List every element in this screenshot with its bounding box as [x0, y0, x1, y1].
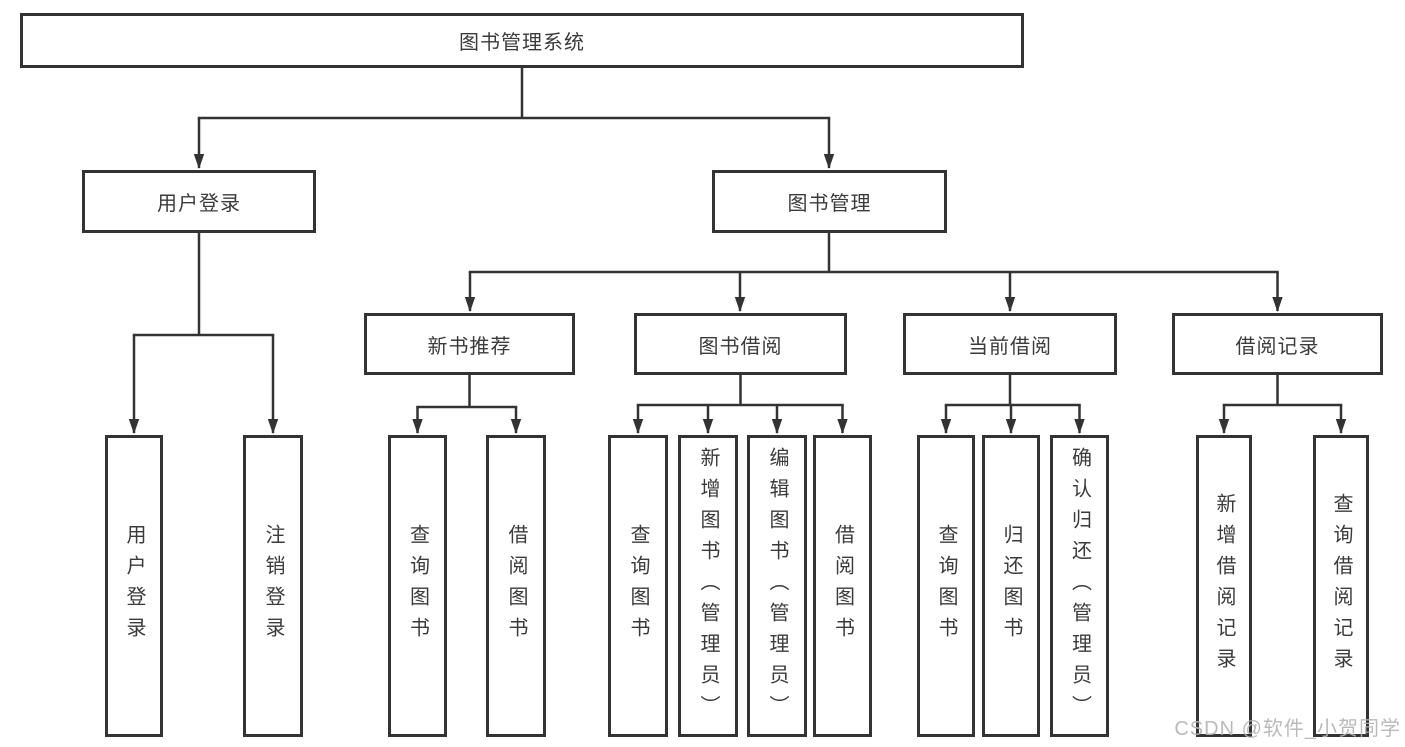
leaf-borrowing-query-books: 查询图书 [608, 435, 668, 737]
leaf-current-confirm-return-admin-label: 确认归还（管理员） [1068, 446, 1091, 726]
node-library-system: 图书管理系统 [20, 13, 1024, 68]
node-new-book-recommend: 新书推荐 [364, 313, 575, 375]
leaf-recommend-borrow-books-label: 借阅图书 [505, 524, 527, 648]
leaf-records-add-record-label: 新增借阅记录 [1213, 493, 1235, 679]
leaf-recommend-query-books: 查询图书 [388, 435, 447, 737]
leaf-current-return-books-label: 归还图书 [1000, 524, 1022, 648]
node-current-borrowing-label: 当前借阅 [968, 335, 1052, 358]
leaf-user-login-label: 用户登录 [123, 524, 145, 648]
leaf-borrowing-query-books-label: 查询图书 [627, 524, 649, 648]
leaf-borrowing-add-books-admin-label: 新增图书（管理员） [697, 446, 719, 726]
leaf-borrowing-borrow-books-label: 借阅图书 [831, 524, 854, 648]
leaf-current-return-books: 归还图书 [982, 435, 1040, 737]
leaf-logout-label: 注销登录 [262, 524, 284, 648]
node-user-login: 用户登录 [82, 170, 316, 233]
leaf-records-query-record-label: 查询借阅记录 [1330, 493, 1352, 679]
leaf-recommend-query-books-label: 查询图书 [406, 524, 429, 648]
leaf-borrowing-add-books-admin: 新增图书（管理员） [678, 435, 738, 737]
leaf-current-query-books-label: 查询图书 [935, 524, 957, 648]
leaf-borrowing-edit-books-admin-label: 编辑图书（管理员） [766, 446, 788, 726]
leaf-recommend-borrow-books: 借阅图书 [486, 435, 546, 737]
node-borrowing-records: 借阅记录 [1172, 313, 1383, 375]
leaf-borrowing-borrow-books: 借阅图书 [813, 435, 872, 737]
node-new-book-recommend-label: 新书推荐 [427, 335, 512, 358]
node-book-borrowing-label: 图书借阅 [698, 335, 783, 358]
node-borrowing-records-label: 借阅记录 [1235, 335, 1320, 358]
leaf-current-confirm-return-admin: 确认归还（管理员） [1050, 435, 1109, 737]
node-book-management-label: 图书管理 [787, 193, 872, 215]
leaf-logout: 注销登录 [243, 435, 303, 737]
leaf-borrowing-edit-books-admin: 编辑图书（管理员） [747, 435, 807, 737]
leaf-user-login: 用户登录 [105, 435, 163, 737]
node-book-borrowing: 图书借阅 [634, 313, 847, 375]
node-current-borrowing: 当前借阅 [903, 313, 1117, 375]
node-book-management: 图书管理 [712, 170, 947, 233]
csdn-watermark: CSDN @软件_小贺同学 [1174, 718, 1401, 740]
leaf-current-query-books: 查询图书 [917, 435, 975, 737]
node-user-login-label: 用户登录 [157, 193, 241, 215]
leaf-records-query-record: 查询借阅记录 [1313, 435, 1369, 737]
leaf-records-add-record: 新增借阅记录 [1196, 435, 1252, 737]
node-library-system-label: 图书管理系统 [459, 32, 585, 54]
